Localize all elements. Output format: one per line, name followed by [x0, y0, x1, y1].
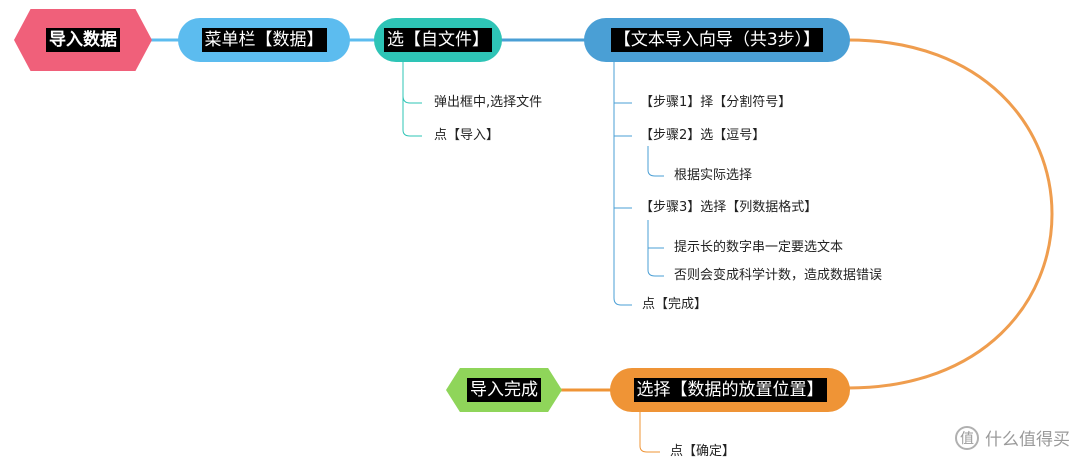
menu-data-label: 菜单栏【数据】 — [201, 28, 327, 52]
wizard-step2: 【步骤2】选【逗号】 — [640, 128, 766, 143]
file-note-select-file: 弹出框中,选择文件 — [434, 95, 543, 110]
placement-confirm-note: 点【确定】 — [670, 444, 736, 459]
import-complete-node: 导入完成 — [446, 368, 562, 412]
text-import-wizard-label: 【文本导入向导（共3步）】 — [610, 28, 824, 52]
data-placement-node: 选择【数据的放置位置】 — [610, 368, 850, 412]
wizard-step1: 【步骤1】择【分割符号】 — [640, 95, 792, 110]
import-complete-label: 导入完成 — [467, 378, 541, 402]
wizard-step3-note-1: 提示长的数字串一定要选文本 — [674, 240, 844, 255]
watermark-text: 什么值得买 — [985, 430, 1070, 450]
text-import-wizard-node: 【文本导入向导（共3步）】 — [584, 18, 850, 62]
wizard-step3: 【步骤3】选择【列数据格式】 — [640, 200, 818, 215]
watermark-logo-icon: 值 — [955, 425, 979, 450]
watermark: 值 什么值得买 — [955, 425, 1070, 450]
root-node: 导入数据 — [14, 9, 152, 71]
wizard-step3-note-2: 否则会变成科学计数，造成数据错误 — [674, 268, 883, 283]
from-file-label: 选【自文件】 — [384, 28, 492, 52]
data-placement-label: 选择【数据的放置位置】 — [633, 378, 827, 402]
wizard-step2-note: 根据实际选择 — [674, 168, 753, 183]
file-note-click-import: 点【导入】 — [434, 128, 500, 143]
root-label: 导入数据 — [46, 28, 120, 52]
menu-data-node: 菜单栏【数据】 — [178, 18, 350, 62]
from-file-node: 选【自文件】 — [374, 18, 502, 62]
wizard-finish: 点【完成】 — [642, 297, 708, 312]
